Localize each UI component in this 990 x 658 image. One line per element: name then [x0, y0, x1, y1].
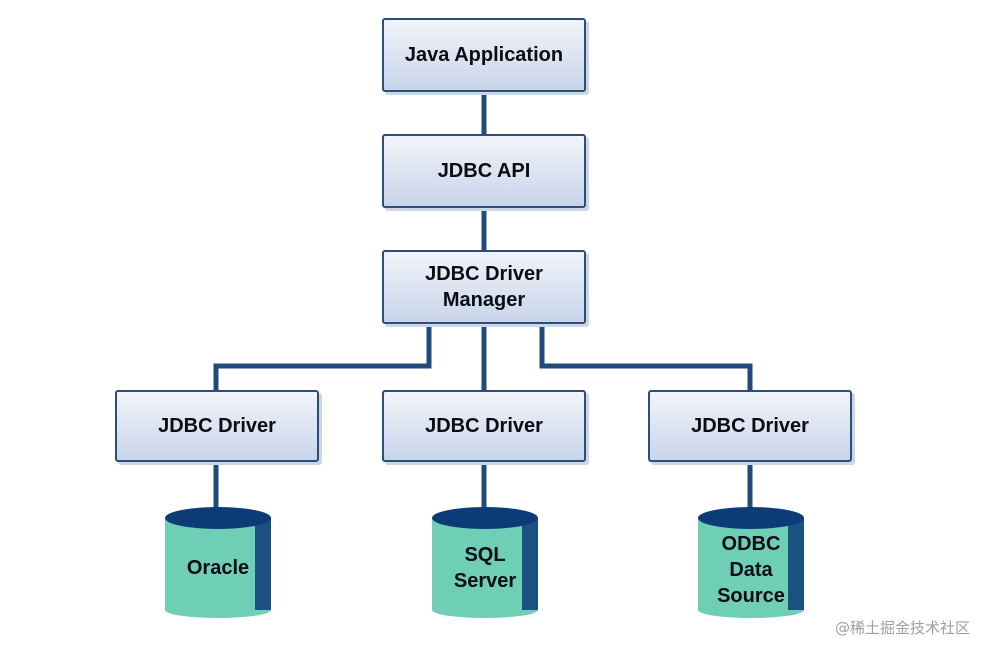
- watermark-text: @稀土掘金技术社区: [834, 619, 970, 637]
- database-cylinder-sqlserver: [432, 507, 538, 618]
- connector-manager-right: [539, 324, 753, 390]
- database-cylinder-odbc: [698, 507, 804, 618]
- jdbc-driver-manager-box: JDBC Driver Manager: [382, 250, 586, 324]
- jdbc-api-box: JDBC API: [382, 134, 586, 208]
- jdbc-driver-box-left: JDBC Driver: [115, 390, 319, 462]
- jdbc-driver-box-right: JDBC Driver: [648, 390, 852, 462]
- java-application-box: Java Application: [382, 18, 586, 92]
- connector-manager-left: [213, 324, 432, 390]
- sql-server-database-label: SQL Server: [453, 544, 517, 592]
- oracle-database-label: Oracle: [186, 557, 250, 579]
- odbc-data-source-label: ODBC Data Source: [717, 533, 785, 607]
- jdbc-driver-box-center: JDBC Driver: [382, 390, 586, 462]
- database-cylinder-oracle: [165, 507, 271, 618]
